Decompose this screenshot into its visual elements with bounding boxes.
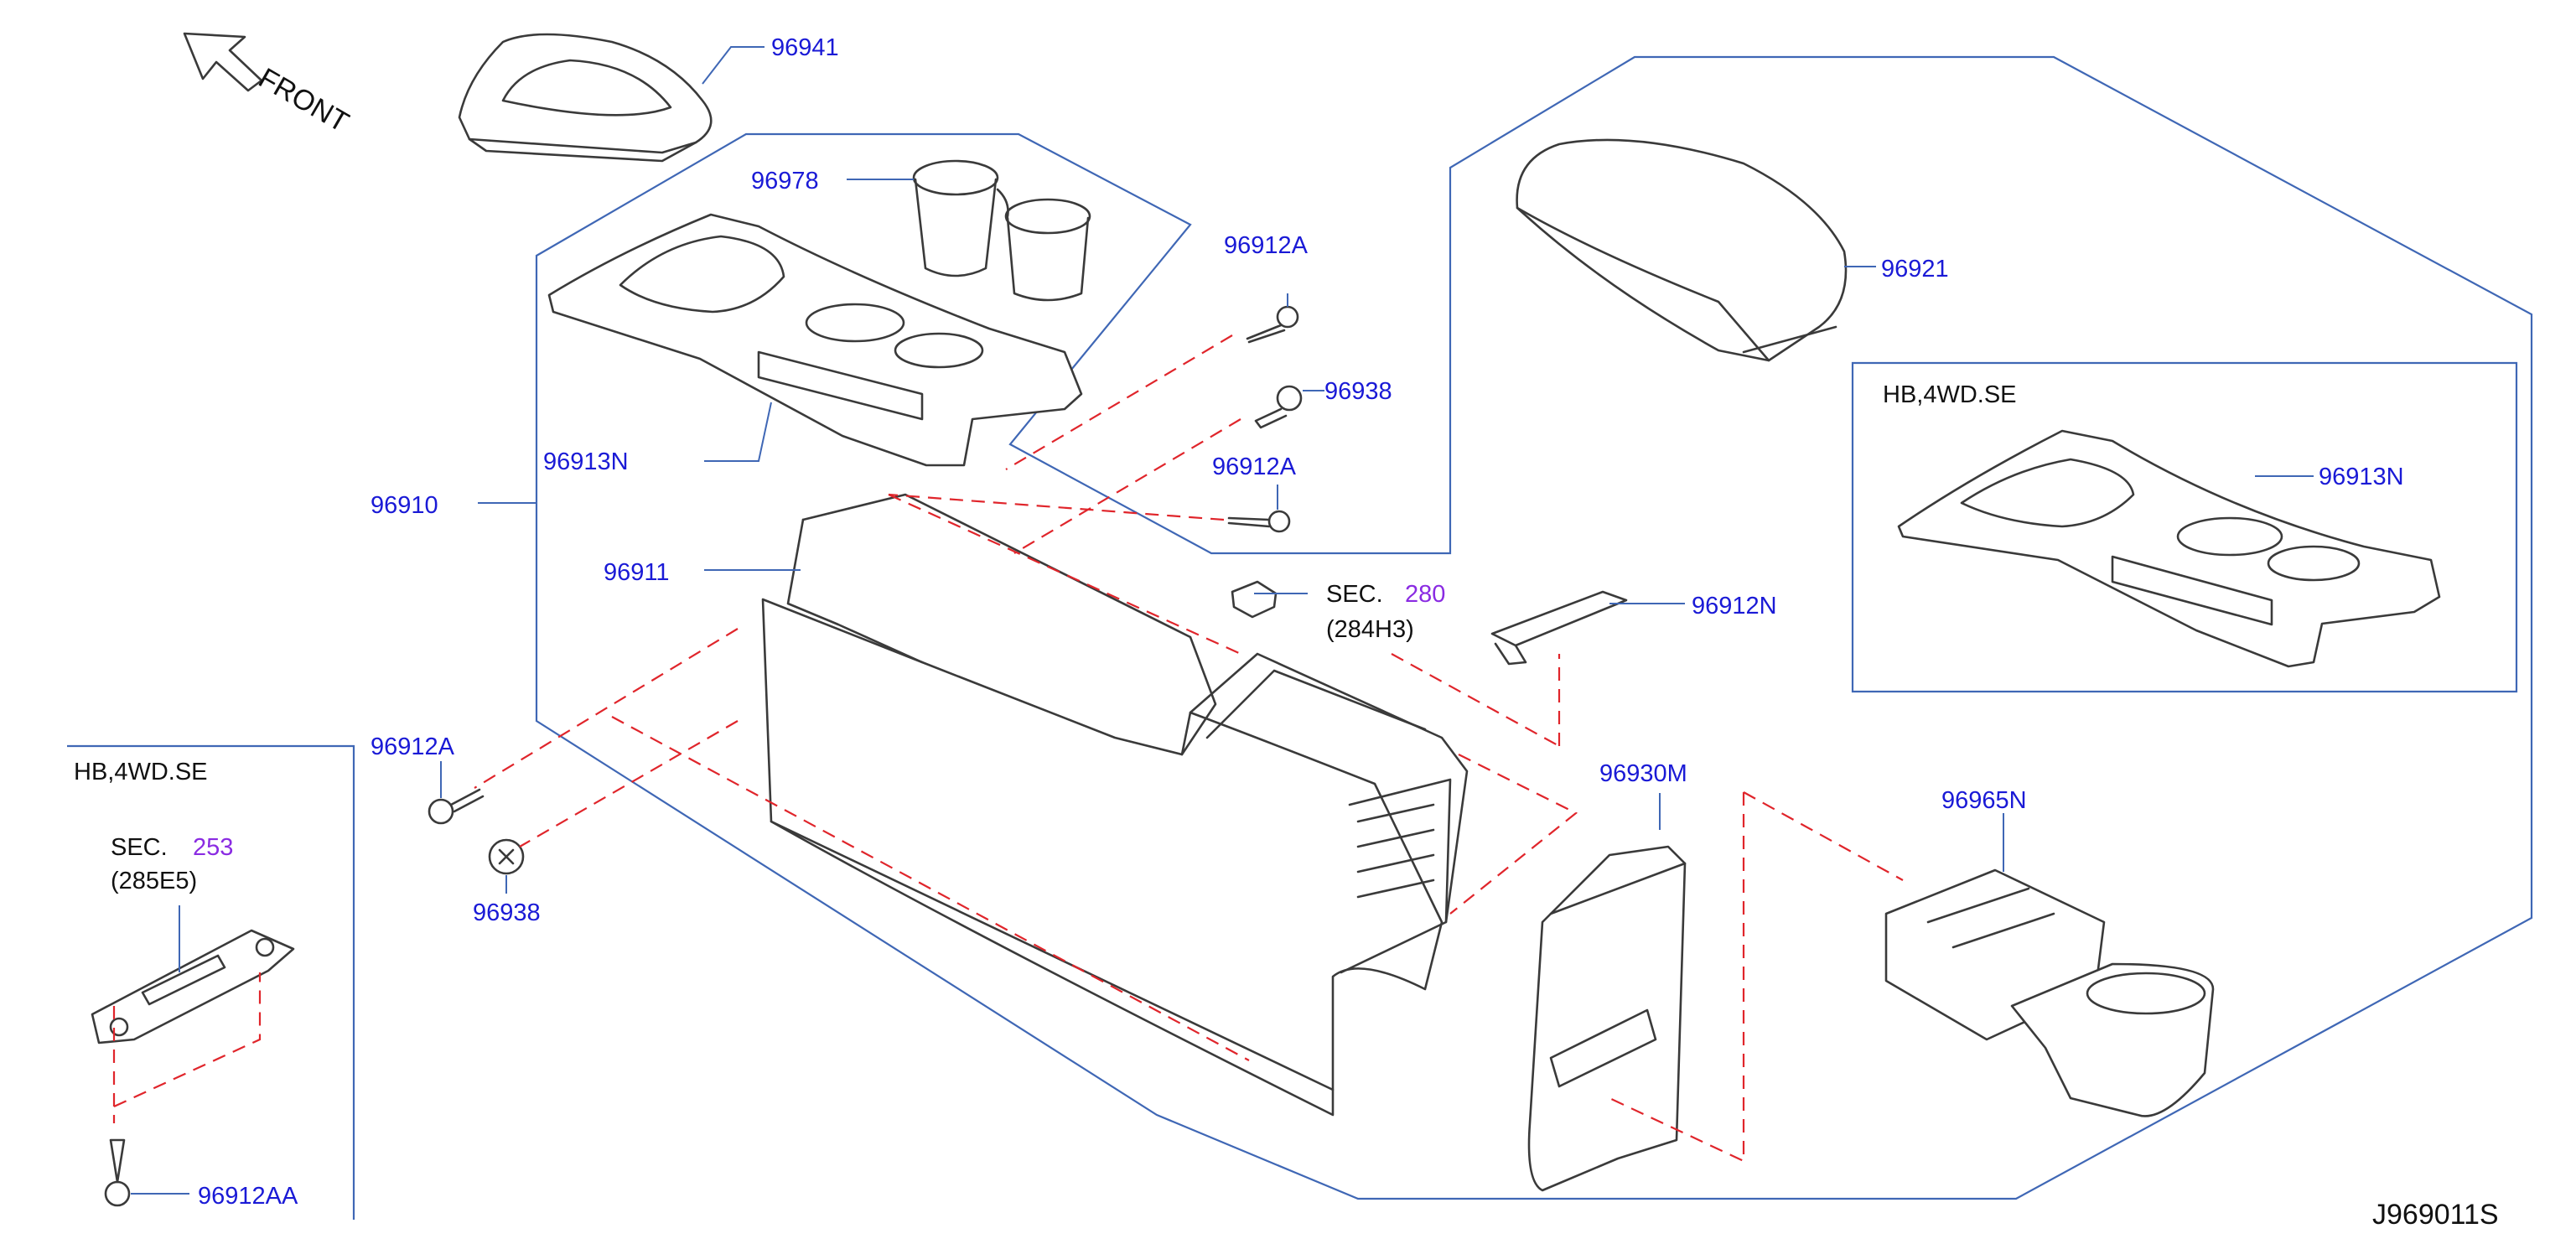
drawing-code: J969011S — [2372, 1199, 2499, 1231]
label-96938-left: 96938 — [473, 899, 541, 926]
inset-left-variant: HB,4WD.SE — [74, 759, 208, 785]
boundary-lines — [67, 55, 2533, 1220]
dashed-assembly-lines — [112, 334, 1904, 1163]
inset-left-section-number: 253 — [193, 834, 233, 861]
inset-right-variant: HB,4WD.SE — [1883, 381, 2017, 408]
label-96912a-left: 96912A — [371, 733, 455, 760]
fastener-drawings — [104, 305, 1303, 1207]
arrow-front-icon — [183, 32, 263, 92]
armrest-drawing — [1516, 138, 1848, 362]
console-assembly-boundary — [535, 55, 2533, 1200]
inset-left-frame — [67, 744, 355, 1220]
leader-lines — [131, 46, 2314, 1195]
section-prefix-main: SEC. — [1326, 581, 1383, 608]
label-96912n: 96912N — [1692, 593, 1777, 619]
section-number-280: 280 — [1405, 581, 1445, 608]
label-96930m: 96930M — [1599, 760, 1687, 787]
label-96941: 96941 — [771, 34, 839, 61]
inset-finisher-drawing — [1897, 429, 2441, 668]
inset-left-section-ref: (285E5) — [111, 868, 197, 894]
label-96911: 96911 — [604, 559, 670, 586]
cup-holder-drawing — [912, 159, 1091, 302]
rear-panel-drawing — [1527, 845, 1687, 1192]
label-96965n: 96965N — [1941, 787, 2027, 814]
label-96938-top: 96938 — [1324, 378, 1392, 405]
label-96912a-mid: 96912A — [1212, 454, 1297, 480]
front-direction-label: FRONT — [253, 62, 354, 138]
label-96978: 96978 — [751, 168, 819, 194]
rear-cup-holder-drawing — [1884, 868, 2215, 1117]
section-ref-main: (284H3) — [1326, 616, 1414, 643]
label-96910: 96910 — [371, 492, 438, 519]
connector-280-drawing — [1231, 580, 1278, 619]
label-96921: 96921 — [1881, 256, 1949, 282]
label-96913n: 96913N — [543, 448, 629, 475]
inset-left-section-prefix: SEC. — [111, 834, 168, 861]
bracket-drawing — [1490, 590, 1628, 666]
inset-bracket-drawing — [91, 929, 295, 1044]
inset-left-part-label: 96912AA — [198, 1183, 298, 1210]
console-finisher-drawing — [547, 213, 1083, 467]
inset-right-frame — [1851, 361, 2518, 693]
console-body-drawing — [761, 493, 1469, 1117]
shift-finisher-drawing — [458, 33, 713, 163]
label-96912a-top: 96912A — [1224, 232, 1309, 259]
inset-right-part-label: 96913N — [2319, 464, 2404, 490]
